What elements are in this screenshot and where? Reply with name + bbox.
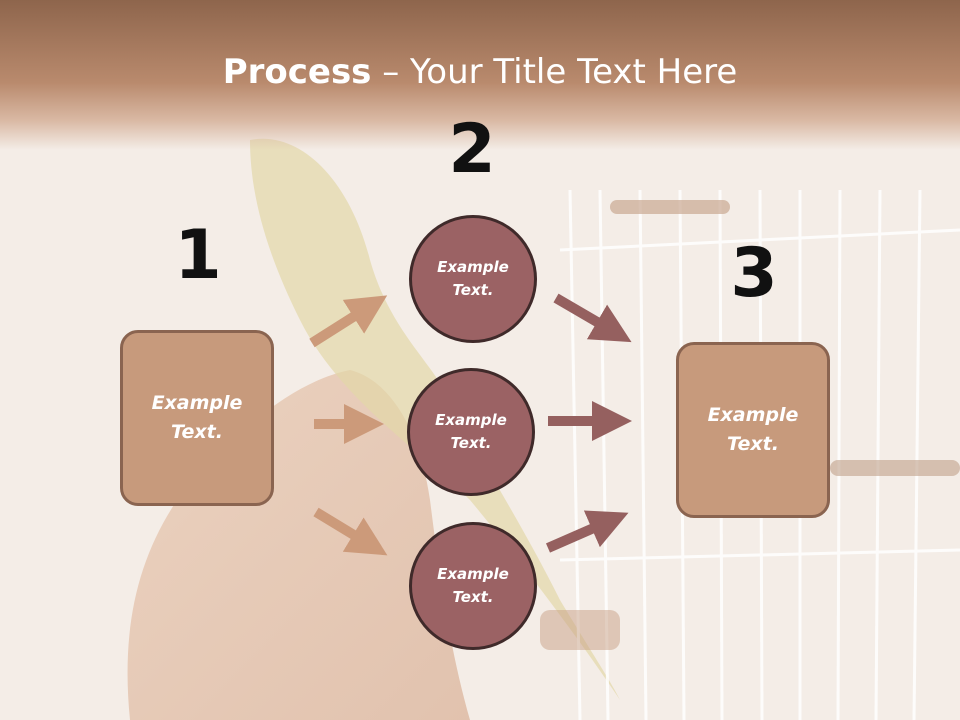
- step-number-2: 2: [448, 110, 496, 189]
- circle-top: Example Text.: [409, 215, 537, 343]
- arrow-left-to-top: [309, 295, 388, 348]
- title-banner: [0, 0, 960, 150]
- arrow-bottom-to-right: [545, 510, 629, 553]
- page-title: Process – Your Title Text Here: [0, 52, 960, 92]
- arrow-left-to-bottom: [313, 507, 388, 556]
- circle-bottom-text: Example Text.: [437, 565, 509, 606]
- circle-bottom: Example Text.: [409, 522, 537, 650]
- circle-middle: Example Text.: [407, 368, 535, 496]
- title-bold: Process: [222, 52, 372, 92]
- title-rest: – Your Title Text Here: [371, 52, 738, 92]
- right-step-text: Example Text.: [707, 404, 799, 455]
- right-step-box: Example Text.: [676, 342, 830, 518]
- circle-middle-text: Example Text.: [435, 411, 507, 452]
- left-step-box: Example Text.: [120, 330, 274, 506]
- arrow-top-to-right: [553, 293, 632, 343]
- step-number-3: 3: [730, 234, 778, 313]
- step-number-1: 1: [174, 216, 222, 295]
- circle-top-text: Example Text.: [437, 258, 509, 299]
- left-step-text: Example Text.: [151, 392, 243, 443]
